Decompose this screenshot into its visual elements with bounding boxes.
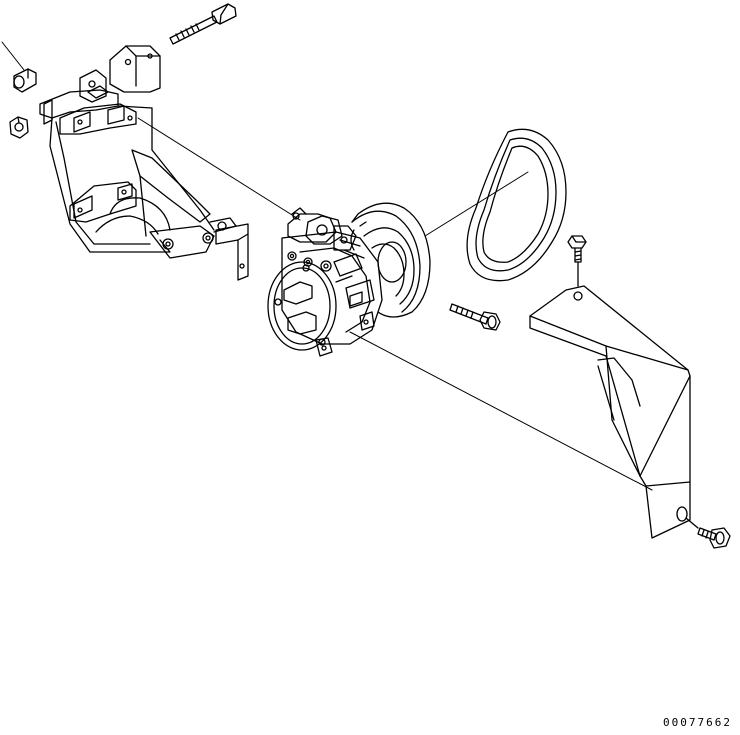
cover-bolt-top [568,235,587,287]
drawing-number: 00077662 [663,716,732,729]
long-bolt-top [170,3,236,44]
spacer-collar [14,68,36,92]
leader-line-bracket-to-compressor [137,117,301,221]
hex-nut [10,116,28,138]
mounting-bracket [40,45,248,280]
leader-line-compressor-to-cover [349,331,653,491]
compressor-pulley [351,203,430,317]
leader-lines [1,41,653,491]
mounting-bolt-middle [450,304,500,330]
ac-compressor [268,208,382,356]
v-belt [467,129,566,280]
leader-line-pulley-to-belt [424,171,529,237]
belt-cover [529,286,691,538]
leader-line-top-left [1,41,25,71]
cover-bolt-bottom [685,517,730,548]
